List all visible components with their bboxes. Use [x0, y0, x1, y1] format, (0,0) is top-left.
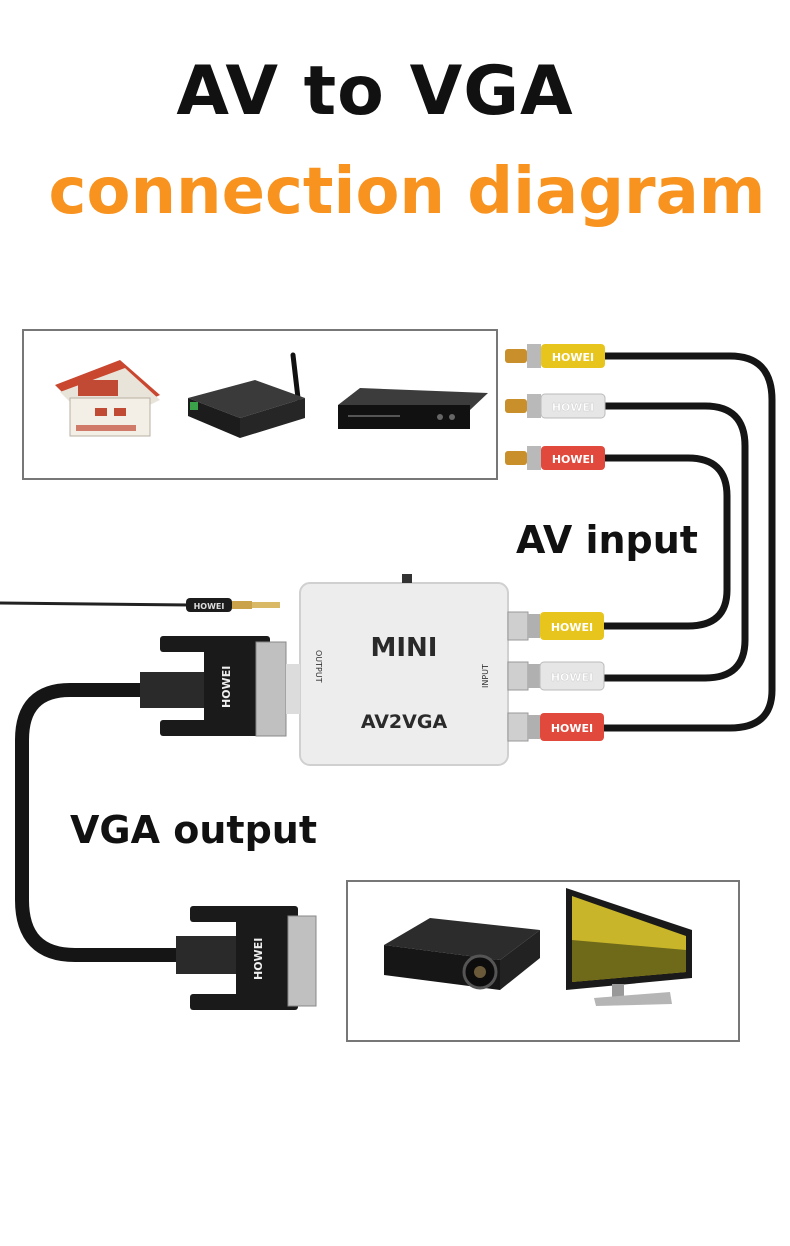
plug-brand-label: HOWEI [194, 602, 225, 611]
rca-plug-white-top: HOWEI [505, 393, 606, 419]
game-console-icon [55, 360, 160, 437]
output-port-label: OUTPUT [314, 650, 323, 683]
plug-brand-label: HOWEI [551, 621, 593, 634]
plug-brand-label: HOWEI [551, 671, 593, 684]
vga-output-label: VGA output [70, 808, 317, 852]
converter-brand: MINI [371, 633, 438, 663]
rca-plug-red-input: HOWEI [507, 712, 604, 742]
av-input-label: AV input [516, 518, 698, 562]
diagram-title: AV to VGA [176, 52, 574, 131]
converter-model: AV2VGA [361, 711, 448, 733]
audio-jack-cable: HOWEI [0, 598, 280, 612]
plug-brand-label: HOWEI [551, 722, 593, 735]
plug-brand-label: HOWEI [552, 351, 594, 364]
plug-brand-label: HOWEI [252, 938, 265, 980]
rca-plug-red-top: HOWEI [505, 446, 605, 470]
plug-brand-label: HOWEI [552, 453, 594, 466]
plug-brand-label: HOWEI [220, 666, 233, 708]
input-port-label: INPUT [481, 664, 490, 688]
dvd-player-icon [338, 388, 488, 429]
tv-box-icon [188, 352, 305, 438]
vga-connector-top: HOWEI [140, 636, 300, 737]
rca-plug-yellow-input: HOWEI [507, 611, 604, 641]
rca-plug-white-input: HOWEI [507, 661, 605, 691]
projector-icon [384, 918, 540, 990]
plug-brand-label: HOWEI [552, 401, 594, 414]
av2vga-converter: MINI AV2VGA OUTPUT INPUT [299, 574, 509, 766]
diagram-subtitle: connection diagram [48, 155, 766, 229]
rca-plug-yellow-top: HOWEI [505, 344, 605, 368]
vga-connector-bottom: HOWEI [176, 906, 317, 1010]
monitor-icon [566, 888, 692, 1006]
